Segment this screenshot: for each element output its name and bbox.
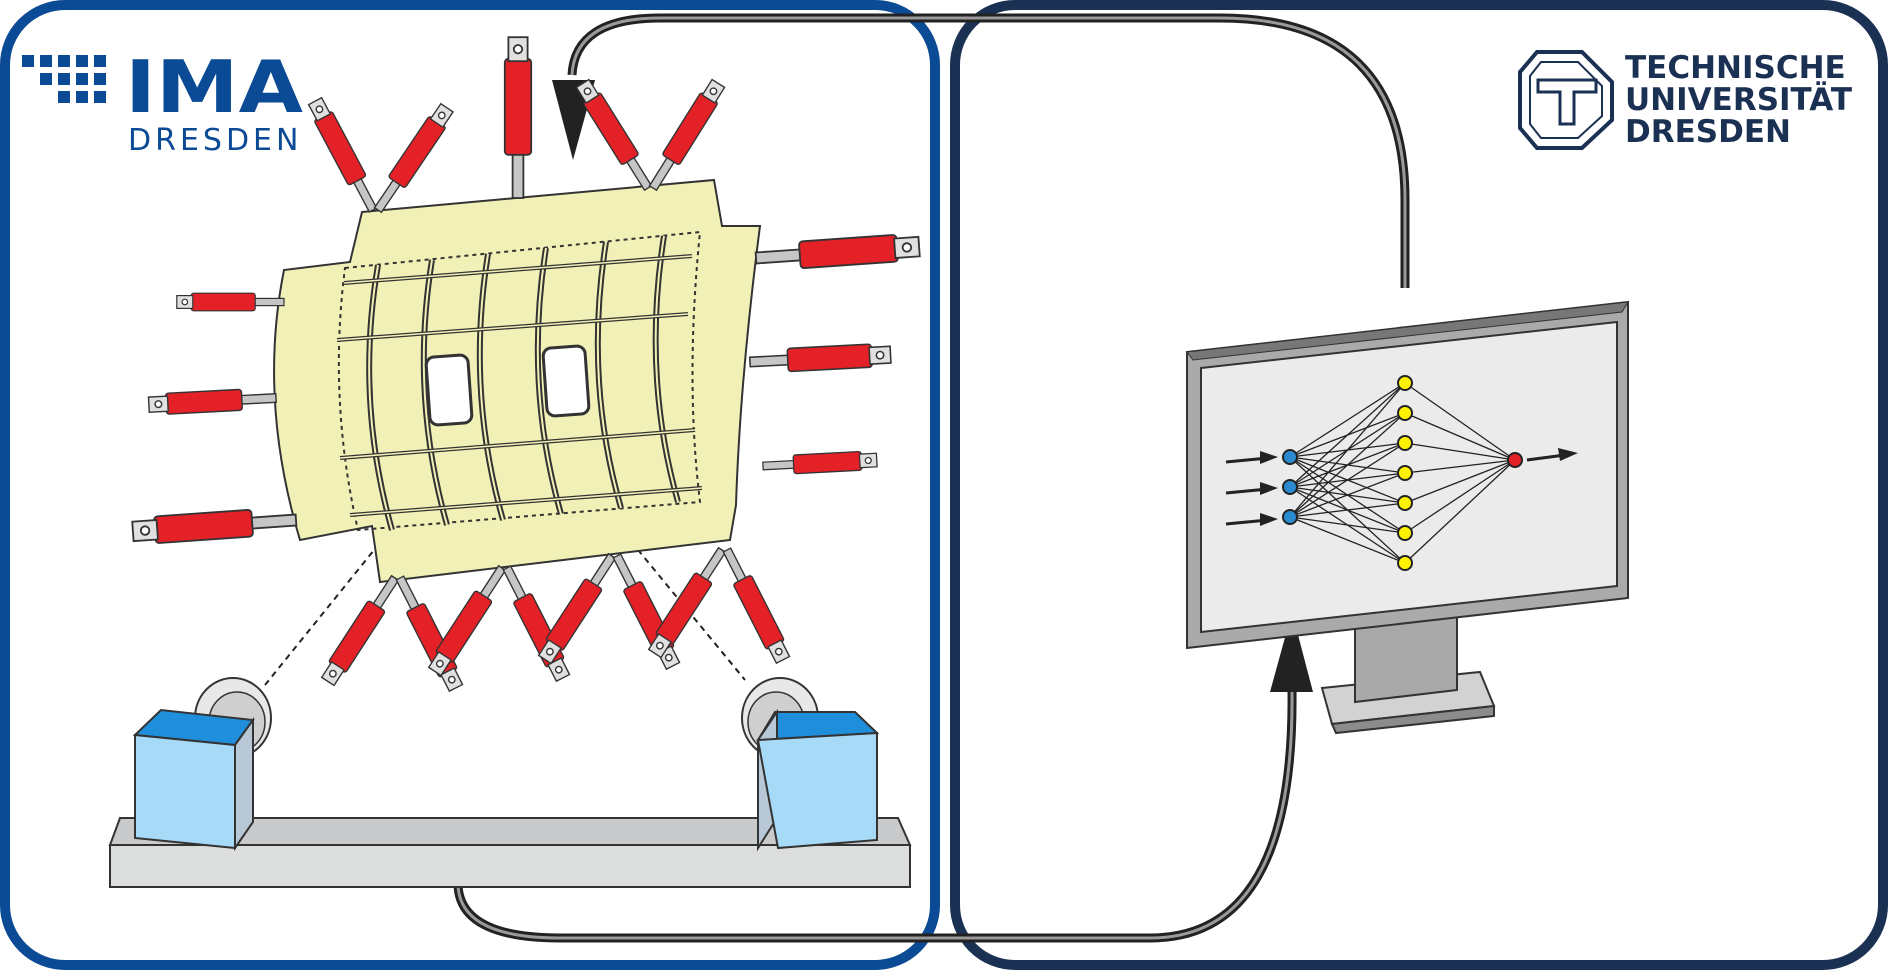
fuselage-panel bbox=[273, 178, 762, 584]
actuator-right-2 bbox=[748, 342, 892, 375]
actuator-left-2 bbox=[147, 386, 278, 416]
actuator-bottom-7 bbox=[645, 543, 732, 660]
camera-left bbox=[132, 677, 272, 852]
neural-network-nodes bbox=[1282, 375, 1523, 571]
panel-outline bbox=[273, 178, 762, 584]
panel-stringers-highlight bbox=[336, 255, 703, 516]
actuator-right-3 bbox=[761, 450, 878, 476]
tu-logo: TECHNISCHE UNIVERSITÄT DRESDEN bbox=[1518, 50, 1852, 150]
camera-rig bbox=[108, 677, 912, 888]
network-edge bbox=[1404, 459, 1516, 564]
actuator-top-1 bbox=[305, 95, 383, 216]
hidden-node bbox=[1397, 555, 1413, 571]
camera-right bbox=[741, 677, 880, 852]
hidden-node bbox=[1397, 435, 1413, 451]
actuator-bottom-3 bbox=[425, 561, 512, 678]
actuator-right-1 bbox=[754, 232, 921, 273]
camera-left-front bbox=[134, 733, 236, 850]
network-edge bbox=[1404, 459, 1516, 534]
network-edge bbox=[1289, 516, 1406, 534]
actuators-right bbox=[748, 232, 921, 476]
input-node bbox=[1282, 479, 1298, 495]
hidden-node bbox=[1397, 495, 1413, 511]
actuator-bottom-5 bbox=[535, 549, 622, 666]
actuator-left-1 bbox=[176, 292, 285, 312]
hidden-node bbox=[1397, 525, 1413, 541]
tu-logo-line2: UNIVERSITÄT bbox=[1625, 82, 1852, 118]
arrowhead-up bbox=[1270, 612, 1313, 692]
network-edge bbox=[1289, 472, 1406, 518]
tu-logo-line1: TECHNISCHE bbox=[1625, 50, 1846, 86]
network-edge bbox=[1404, 442, 1516, 461]
ima-logo-name: IMA bbox=[125, 45, 303, 129]
neural-network bbox=[1225, 375, 1578, 571]
hidden-node bbox=[1397, 405, 1413, 421]
network-edge bbox=[1404, 459, 1516, 504]
input-node bbox=[1282, 509, 1298, 525]
panel-frames-highlight bbox=[368, 235, 679, 531]
monitor-base-front bbox=[1330, 704, 1495, 735]
actuators-left bbox=[131, 292, 298, 546]
ima-logo-pixels bbox=[22, 55, 106, 103]
monitor-bezel-top bbox=[1186, 301, 1629, 361]
actuator-top-4 bbox=[573, 77, 658, 195]
network-edge bbox=[1289, 382, 1406, 458]
output-node bbox=[1507, 452, 1523, 468]
input-node bbox=[1282, 449, 1298, 465]
network-edge bbox=[1289, 516, 1406, 564]
neural-network-edges bbox=[1289, 382, 1516, 564]
actuator-bottom-8 bbox=[717, 544, 793, 666]
tu-logo-emblem bbox=[1518, 50, 1614, 150]
network-edge bbox=[1404, 412, 1516, 461]
rail-front bbox=[109, 844, 911, 888]
hidden-node bbox=[1397, 465, 1413, 481]
input-arrows bbox=[1225, 451, 1278, 526]
left-frame bbox=[0, 0, 940, 970]
ima-logo-city: DRESDEN bbox=[128, 123, 302, 158]
actuator-left-3 bbox=[131, 505, 298, 546]
panel-dotted-boundary bbox=[337, 230, 702, 532]
network-edge bbox=[1404, 459, 1516, 474]
ima-logo: IMA DRESDEN bbox=[22, 45, 303, 158]
network-edge bbox=[1289, 502, 1406, 518]
panel-window-right bbox=[541, 344, 591, 418]
actuator-top-5 bbox=[643, 77, 728, 195]
output-arrow bbox=[1526, 448, 1578, 462]
network-edge bbox=[1289, 442, 1406, 518]
actuator-bottom-1 bbox=[318, 571, 405, 688]
network-edge bbox=[1289, 382, 1406, 488]
monitor bbox=[1186, 300, 1629, 735]
hidden-node bbox=[1397, 375, 1413, 391]
camera-right-front bbox=[756, 731, 878, 850]
right-frame bbox=[950, 0, 1888, 970]
panel-window-left bbox=[424, 353, 474, 427]
tu-logo-line3: DRESDEN bbox=[1625, 114, 1791, 150]
actuator-top-2 bbox=[368, 101, 457, 217]
actuator-top-3 bbox=[503, 36, 533, 199]
network-edge bbox=[1289, 382, 1406, 518]
loop-arrow-bottom bbox=[453, 612, 1313, 943]
network-edge bbox=[1289, 412, 1406, 518]
network-edge bbox=[1404, 382, 1516, 461]
